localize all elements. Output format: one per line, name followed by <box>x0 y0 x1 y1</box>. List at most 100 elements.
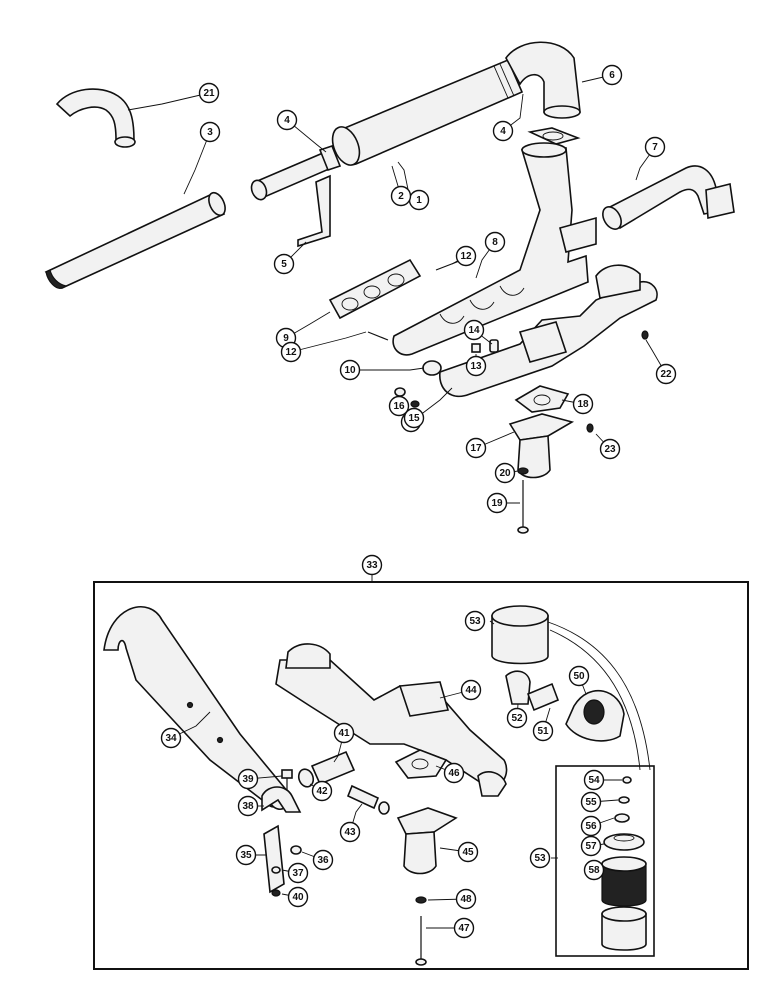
callout-number: 15 <box>408 413 420 424</box>
callout-circle <box>580 791 602 813</box>
callout-number: 3 <box>207 127 213 138</box>
callout-number: 1 <box>416 195 422 206</box>
part-52-elbow-fitting <box>505 670 531 705</box>
part-16-washer <box>394 387 406 397</box>
callout-c34: 34 <box>160 727 182 749</box>
part-44-manifold <box>275 643 508 797</box>
callout-c54: 54 <box>583 769 605 791</box>
callout-number: 50 <box>573 671 585 682</box>
callout-circle <box>198 82 220 104</box>
callout-c2: 2 <box>390 185 412 207</box>
callout-c3: 3 <box>199 121 221 143</box>
callout-number: 7 <box>652 142 658 153</box>
callout-number: 8 <box>492 237 498 248</box>
part-58-filter-element <box>601 856 647 907</box>
callout-number: 35 <box>240 850 252 861</box>
part-35-bracket <box>263 824 285 894</box>
callout-circle <box>568 665 590 687</box>
callout-number: 41 <box>338 728 350 739</box>
part-57-cover <box>603 833 645 851</box>
callout-number: 22 <box>660 369 672 380</box>
callout-number: 21 <box>203 88 215 99</box>
callout-circle <box>403 407 425 429</box>
part-21-elbow-pipe <box>55 88 136 148</box>
callout-circle <box>237 795 259 817</box>
part-45-elbow <box>396 807 458 875</box>
callout-circle <box>506 707 528 729</box>
callout-number: 46 <box>448 768 460 779</box>
callout-circle <box>237 768 259 790</box>
callout-c14: 14 <box>463 319 485 341</box>
callout-number: 37 <box>292 868 304 879</box>
callout-circle <box>339 821 361 843</box>
callout-circle <box>572 393 594 415</box>
part-8-exhaust-manifold <box>392 142 597 356</box>
part-13-nut <box>471 343 481 353</box>
callout-number: 6 <box>609 70 615 81</box>
part-55-washer <box>618 796 630 804</box>
callout-circle <box>276 109 298 131</box>
part-36-bolt <box>290 845 302 855</box>
callout-number: 9 <box>283 333 289 344</box>
part-20-washer <box>517 467 529 475</box>
callout-c50: 50 <box>568 665 590 687</box>
callout-circle <box>464 610 486 632</box>
part-5-bracket <box>297 174 331 248</box>
part-34-bent-pipe <box>103 606 289 811</box>
callout-number: 44 <box>465 685 477 696</box>
part-40-nut <box>271 889 281 897</box>
callout-circle <box>453 917 475 939</box>
part-11-intake-manifold <box>439 264 658 397</box>
part-42-nut <box>297 768 315 788</box>
part-10-gasket-ring <box>422 360 442 376</box>
callout-circle <box>484 231 506 253</box>
callout-circle <box>457 841 479 863</box>
callout-c18: 18 <box>572 393 594 415</box>
part-50-cap <box>565 689 625 742</box>
callout-number: 45 <box>462 847 474 858</box>
part-22-plug <box>641 330 649 340</box>
callout-c22: 22 <box>655 363 677 385</box>
part-43-fitting <box>346 784 390 815</box>
callout-circle <box>583 769 605 791</box>
callout-circle <box>273 253 295 275</box>
callout-number: 12 <box>285 347 297 358</box>
callout-circle <box>235 844 257 866</box>
callout-number: 12 <box>460 251 472 262</box>
callout-c12b: 12 <box>280 341 302 363</box>
callout-number: 40 <box>292 892 304 903</box>
callout-c46: 46 <box>443 762 465 784</box>
callout-number: 4 <box>500 126 506 137</box>
callout-number: 42 <box>316 786 328 797</box>
part-53-filter-bowl <box>601 906 647 951</box>
part-37-washer <box>271 866 281 874</box>
callout-c53b: 53 <box>529 847 551 869</box>
callout-number: 48 <box>460 894 472 905</box>
callout-number: 16 <box>393 401 405 412</box>
callout-c48: 48 <box>455 888 477 910</box>
callout-circle <box>465 437 487 459</box>
callout-c7: 7 <box>644 136 666 158</box>
callout-number: 13 <box>470 361 482 372</box>
callout-c52: 52 <box>506 707 528 729</box>
callout-layer: 1234456789101112121314151617181920212223… <box>160 64 677 939</box>
callout-circle <box>463 319 485 341</box>
part-23-plug <box>586 423 594 433</box>
callout-circle <box>199 121 221 143</box>
callout-c45: 45 <box>457 841 479 863</box>
callout-circle <box>160 727 182 749</box>
callout-c58: 58 <box>583 859 605 881</box>
callout-circle <box>583 859 605 881</box>
callout-c53a: 53 <box>464 610 486 632</box>
callout-c39: 39 <box>237 768 259 790</box>
callout-circle <box>460 679 482 701</box>
callout-c23: 23 <box>599 438 621 460</box>
callout-c55: 55 <box>580 791 602 813</box>
callout-number: 53 <box>469 616 481 627</box>
callout-number: 18 <box>577 399 589 410</box>
callout-circle <box>580 835 602 857</box>
callout-c16: 16 <box>388 395 410 417</box>
callout-circle <box>601 64 623 86</box>
callout-circle <box>599 438 621 460</box>
part-39-screw <box>281 769 293 790</box>
